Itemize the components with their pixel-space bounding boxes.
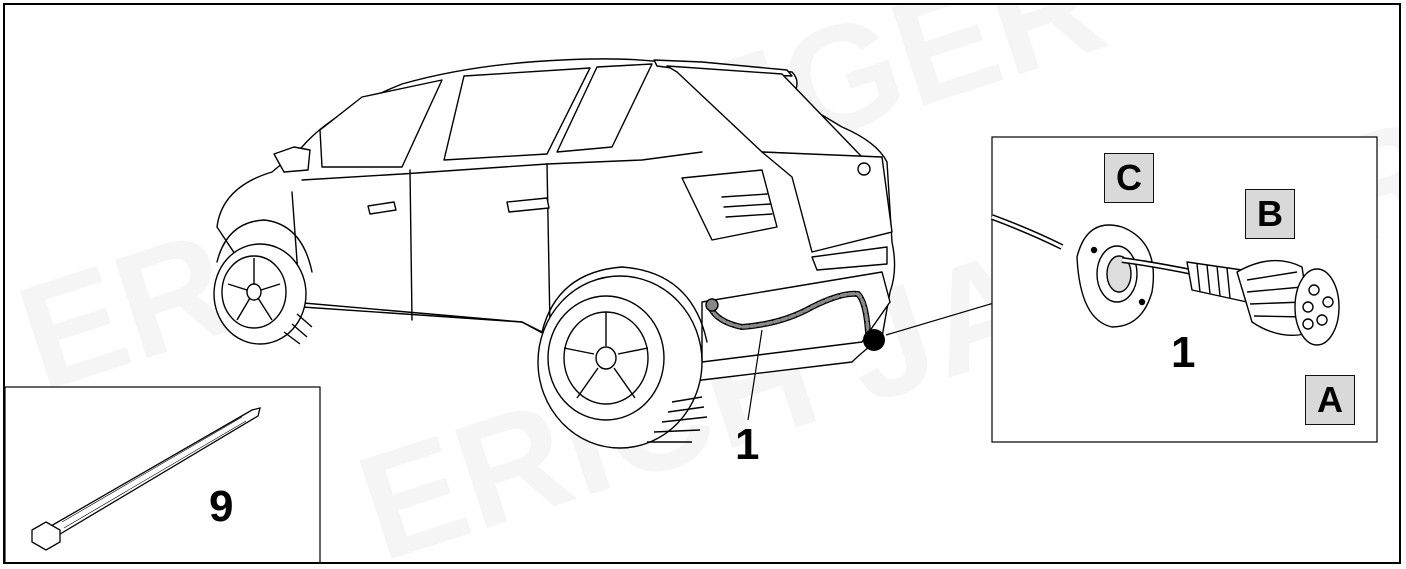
label-box-b: B	[1245, 189, 1295, 239]
car-mirror	[273, 146, 311, 173]
car-window-front	[319, 79, 443, 168]
callout-harness-car: 1	[735, 420, 760, 469]
drawing-frame: ERICH JAEGER ERICH JAEGER	[3, 3, 1401, 564]
tail-light	[681, 169, 778, 241]
label-box-c: C	[1104, 153, 1154, 203]
door-handle-front	[367, 201, 397, 215]
cable-tie-head	[31, 521, 61, 551]
door-handle-rear	[506, 197, 550, 213]
callout-harness-detail: 1	[1171, 328, 1196, 377]
leader-line-harness	[747, 329, 763, 421]
assembly-drawing: ERICH JAEGER ERICH JAEGER	[5, 58, 1378, 562]
front-wheel	[213, 243, 313, 345]
callout-cable-tie: 9	[209, 482, 234, 531]
harness-plug-end	[705, 298, 719, 312]
car-window-rear	[443, 67, 591, 161]
label-box-a: A	[1305, 375, 1355, 425]
rear-wheel	[537, 275, 708, 449]
socket-detail	[990, 214, 1340, 346]
socket-position-dot	[863, 329, 885, 351]
cable-tie-drawing	[31, 407, 261, 551]
